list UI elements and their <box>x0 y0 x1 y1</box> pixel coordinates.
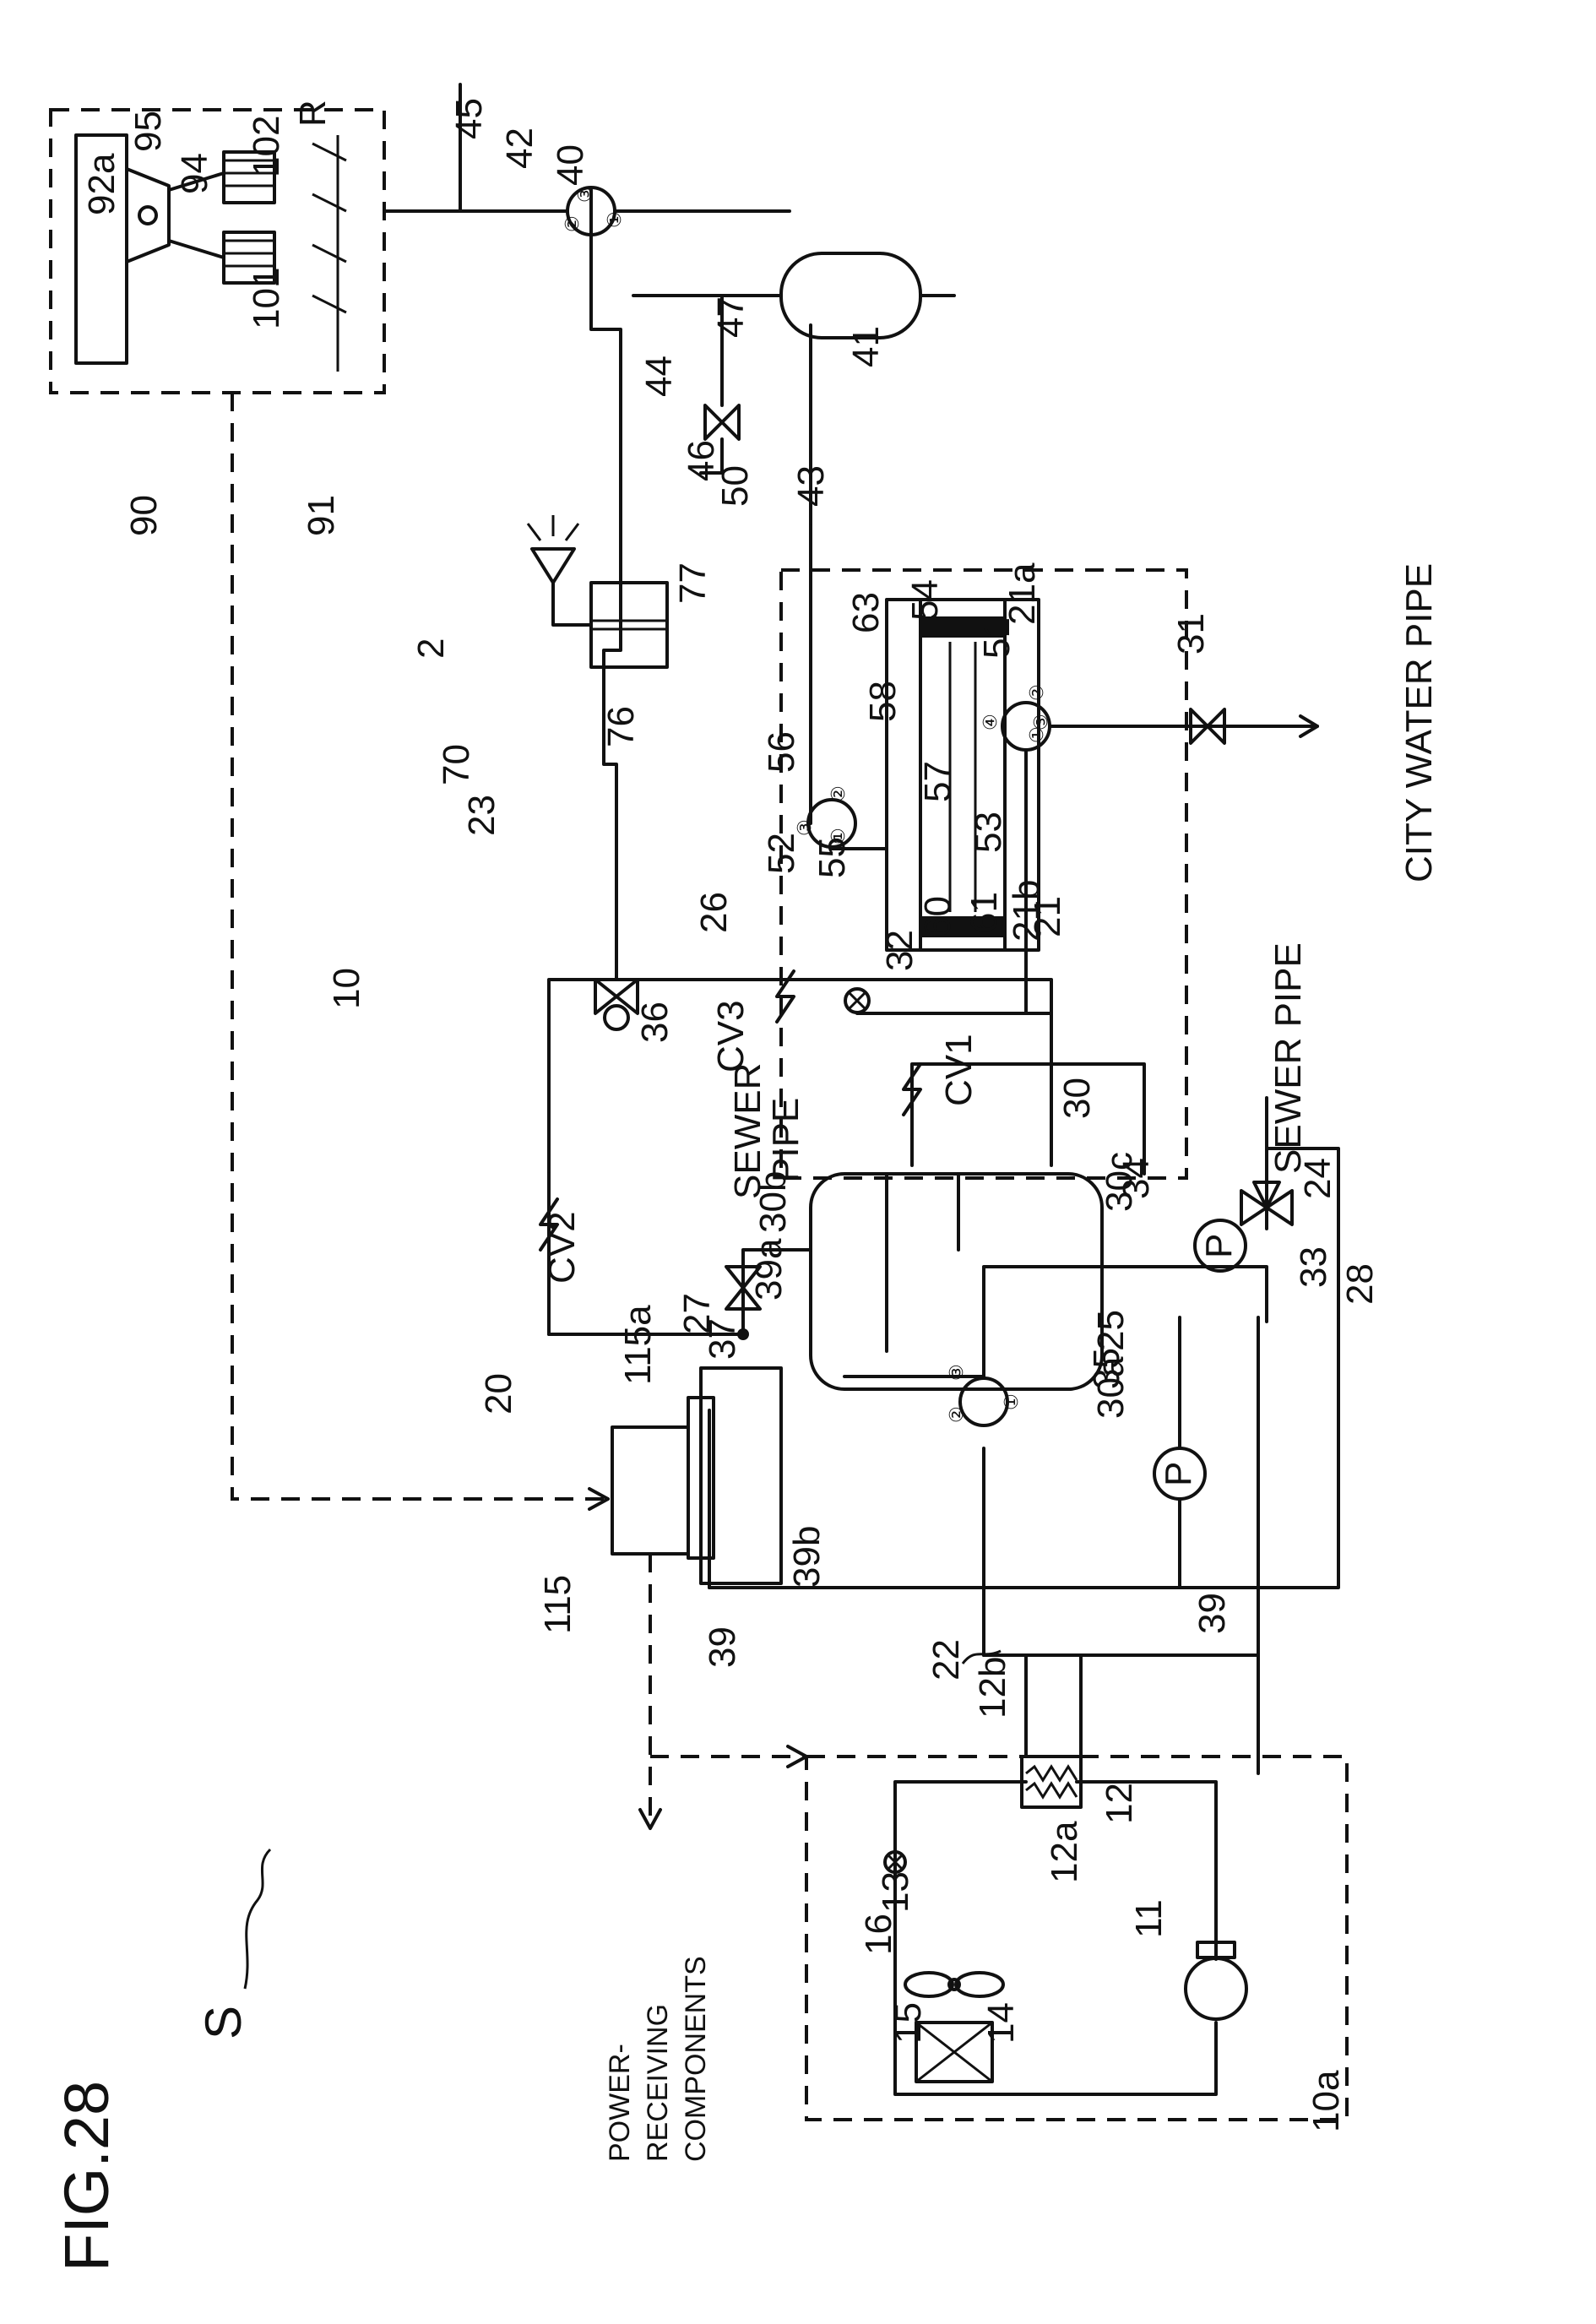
ref-115: 115 <box>537 1575 578 1634</box>
ref-45: 45 <box>448 98 490 139</box>
svg-text:②: ② <box>947 1406 968 1423</box>
figure-title: FIG.28 <box>52 2081 122 2272</box>
ref-14: 14 <box>980 2002 1022 2044</box>
ref-23: 23 <box>461 795 502 836</box>
svg-text:③: ③ <box>575 186 596 203</box>
system-label-leader <box>245 1849 270 1989</box>
ref-39-pump: 39 <box>1192 1593 1233 1634</box>
ref-10a: 10a <box>1306 2070 1347 2132</box>
ref-26: 26 <box>693 892 735 933</box>
ref-102: 102 <box>246 116 287 177</box>
ref-101: 101 <box>246 268 287 329</box>
ref-39a: 39a <box>748 1238 790 1300</box>
ref-cv2: CV2 <box>541 1211 583 1284</box>
svg-text:①: ① <box>605 211 626 228</box>
ref-63: 63 <box>845 592 887 633</box>
ref-cv1: CV1 <box>938 1034 980 1106</box>
ref-54: 54 <box>904 579 946 621</box>
ref-44: 44 <box>638 356 680 397</box>
ref-27: 27 <box>676 1293 718 1334</box>
ref-56: 56 <box>761 731 802 773</box>
ref-25: 25 <box>1090 1310 1132 1351</box>
label-sewer-pipe-right: SEWER PIPE <box>1268 942 1309 1174</box>
ref-22: 22 <box>926 1639 967 1681</box>
ref-20: 20 <box>478 1373 519 1414</box>
ref-10: 10 <box>326 968 367 1009</box>
ref-35: 35 <box>1086 1348 1127 1389</box>
ref-42: 42 <box>499 128 540 169</box>
label-power-1: POWER- <box>604 2044 636 2162</box>
label-city-water-pipe: CITY WATER PIPE <box>1398 563 1440 882</box>
unit-90-box <box>51 110 384 393</box>
ref-28: 28 <box>1339 1263 1381 1305</box>
ref-58: 58 <box>862 681 904 722</box>
label-power-3: COMPONENTS <box>680 1956 712 2162</box>
ref-33: 33 <box>1293 1246 1334 1288</box>
pump-34-letter: P <box>1198 1234 1240 1258</box>
ref-52: 52 <box>761 833 802 874</box>
ref-70: 70 <box>436 744 477 785</box>
ref-76: 76 <box>600 706 642 747</box>
svg-text:②: ② <box>562 215 584 232</box>
ref-21a: 21a <box>1002 562 1043 625</box>
ref-47: 47 <box>710 296 752 338</box>
ref-90: 90 <box>123 495 165 536</box>
ref-77: 77 <box>672 562 714 604</box>
mixing-valve-36 <box>595 980 638 1029</box>
svg-text:②: ② <box>828 785 850 802</box>
ref-46: 46 <box>681 440 722 481</box>
ref-39: 39 <box>702 1626 743 1668</box>
ref-61: 61 <box>964 892 1005 933</box>
ref-39b: 39b <box>786 1526 828 1588</box>
ref-94: 94 <box>174 153 215 194</box>
ref-15: 15 <box>888 2002 929 2044</box>
ref-95: 95 <box>128 111 169 152</box>
valve-47 <box>705 405 739 439</box>
label-sewer-top-1: SEWER <box>727 1063 768 1199</box>
fan-16-icon <box>905 1973 1003 1996</box>
ref-30c: 30c <box>1099 1152 1140 1212</box>
ref-R: R <box>292 100 334 127</box>
svg-text:③: ③ <box>1031 714 1052 730</box>
signal-line-115-out <box>650 1554 806 1816</box>
antenna-icon <box>528 515 578 583</box>
ref-60: 60 <box>917 896 958 937</box>
svg-text:③: ③ <box>947 1364 968 1381</box>
ref-53: 53 <box>968 812 1009 853</box>
ref-31: 31 <box>1170 613 1212 654</box>
ref-13: 13 <box>875 1871 916 1913</box>
ref-30: 30 <box>1056 1078 1098 1119</box>
system-label-s: S <box>195 2006 252 2039</box>
label-sewer-top-2: PIPE <box>765 1098 806 1182</box>
pump-39-letter: P <box>1158 1462 1199 1486</box>
ref-12a: 12a <box>1044 1821 1085 1883</box>
tank-41 <box>781 253 920 338</box>
svg-text:①: ① <box>828 828 850 844</box>
ref-36: 36 <box>634 1002 676 1043</box>
compressor-11 <box>1186 1958 1246 2019</box>
ref-12: 12 <box>1099 1783 1140 1824</box>
svg-text:②: ② <box>1027 684 1048 701</box>
refrigerant-circuit <box>885 1757 1246 2094</box>
ref-115a: 115a <box>617 1305 659 1385</box>
ref-2: 2 <box>410 638 452 659</box>
ref-12b: 12b <box>972 1657 1013 1719</box>
ref-40: 40 <box>550 144 591 186</box>
ref-91: 91 <box>301 495 342 536</box>
svg-text:①: ① <box>1002 1393 1023 1410</box>
ref-11: 11 <box>1128 1899 1170 1938</box>
ref-92a: 92a <box>81 153 122 215</box>
ref-41: 41 <box>845 326 887 367</box>
svg-text:④: ④ <box>980 714 1002 730</box>
ref-cv3: CV3 <box>710 1000 752 1072</box>
label-power-2: RECEIVING <box>642 2004 674 2162</box>
member-95 <box>127 169 169 262</box>
ref-57: 57 <box>917 761 958 802</box>
hot-water-tank-30 <box>811 1174 1102 1389</box>
power-unit-115 <box>612 1427 688 1554</box>
ref-16: 16 <box>858 1914 899 1955</box>
